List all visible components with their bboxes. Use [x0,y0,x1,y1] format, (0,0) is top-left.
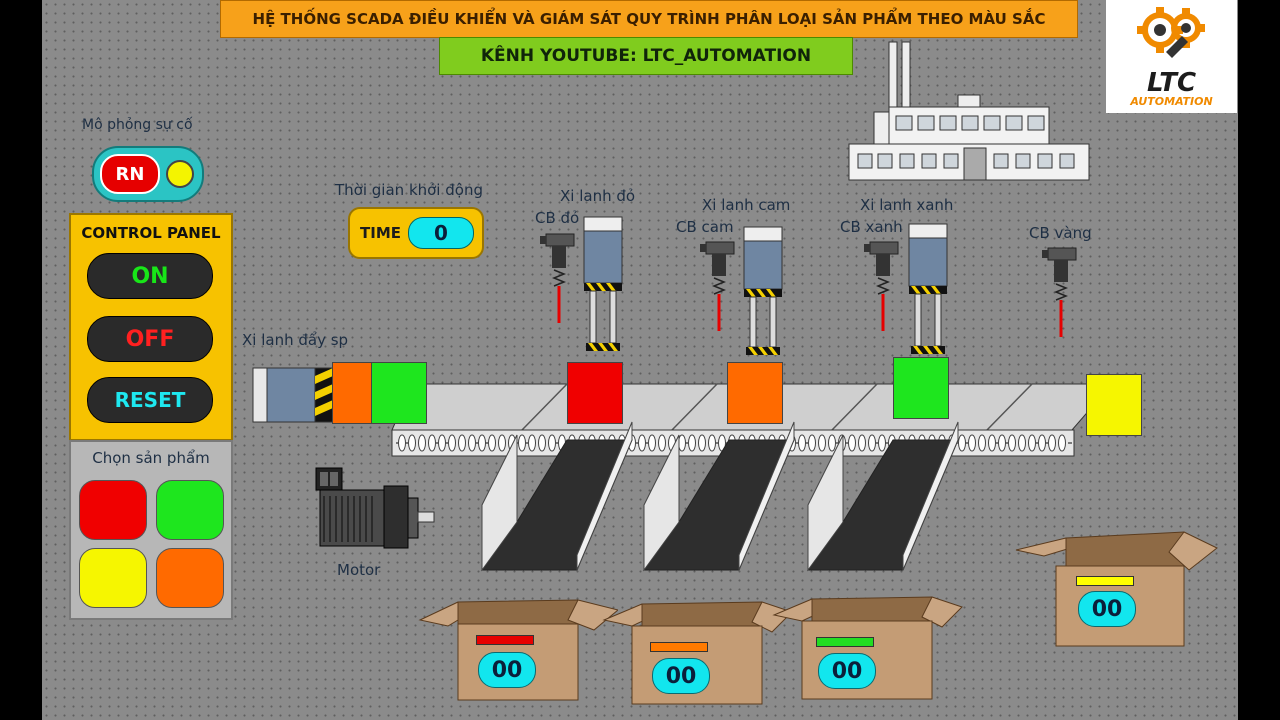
product-orange-pushing [332,362,374,424]
gear-icon [1137,7,1205,58]
cyl-orange-label: Xi lanh cam [702,196,791,214]
select-red-button[interactable] [79,480,147,540]
logo-name: LTC [1146,68,1197,98]
motor-icon [315,467,435,549]
startup-time-label: Thời gian khởi động [335,181,483,199]
select-orange-button[interactable] [156,548,224,608]
box-red-counter: 00 [478,652,536,688]
control-panel: CONTROL PANEL ON OFF RESET [69,213,233,441]
box-green-icon [772,596,963,700]
product-select-title: Chọn sản phẩm [92,449,210,467]
off-button[interactable]: OFF [87,316,213,362]
select-green-button[interactable] [156,480,224,540]
product-select-panel: Chọn sản phẩm [69,440,233,620]
cb-red-label: CB đỏ [535,209,580,227]
cb-orange-label: CB cam [676,218,734,236]
title-banner: HỆ THỐNG SCADA ĐIỀU KHIỂN VÀ GIÁM SÁT QU… [220,0,1078,38]
product-red [567,362,623,424]
product-yellow [1086,374,1142,436]
logo-sub: AUTOMATION [1130,95,1213,108]
product-green-pushing [371,362,427,424]
chute-green [807,421,959,572]
simulation-label: Mô phỏng sự cố [82,117,193,133]
sensor-green-icon [864,241,899,331]
box-orange-counter: 00 [652,658,710,694]
sensor-yellow-icon [1042,247,1077,337]
select-yellow-button[interactable] [79,548,147,608]
push-cylinder-icon [252,367,334,423]
startup-timer: TIME 0 [348,207,484,259]
push-cylinder-label: Xi lanh đẩy sp [242,331,349,349]
sensor-red-icon [540,233,575,323]
box-yellow-strip [1076,576,1134,586]
cyl-green-label: Xi lanh xanh [860,196,954,214]
channel-banner: KÊNH YOUTUBE: LTC_AUTOMATION [439,37,853,75]
time-value: 0 [408,217,474,249]
box-green-counter: 00 [818,653,876,689]
reset-button[interactable]: RESET [87,377,213,423]
chute-red [481,421,633,572]
box-orange-strip [650,642,708,652]
product-green [893,357,949,419]
factory-icon [848,41,1090,181]
cb-green-label: CB xanh [840,218,903,236]
page-title: HỆ THỐNG SCADA ĐIỀU KHIỂN VÀ GIÁM SÁT QU… [252,10,1046,28]
product-orange [727,362,783,424]
box-red-strip [476,635,534,645]
scada-screen: HỆ THỐNG SCADA ĐIỀU KHIỂN VÀ GIÁM SÁT QU… [42,0,1238,720]
sensor-orange-icon [700,241,735,331]
cylinder-orange-icon [743,226,783,355]
sorting-chutes [481,421,959,572]
cylinder-green-icon [908,223,948,354]
cb-yellow-label: CB vàng [1029,224,1092,242]
box-green-strip [816,637,874,647]
on-button[interactable]: ON [87,253,213,299]
box-yellow-counter: 00 [1078,591,1136,627]
ltc-logo: LTC AUTOMATION [1106,0,1237,113]
channel-label: KÊNH YOUTUBE: LTC_AUTOMATION [480,46,812,66]
cyl-red-label: Xi lanh đỏ [560,187,636,205]
fault-simulation-toggle[interactable]: RN [92,146,204,202]
control-panel-title: CONTROL PANEL [81,224,221,242]
fault-lamp [166,160,194,188]
cylinder-red-icon [583,216,623,351]
chute-orange [643,421,795,572]
time-tag: TIME [360,224,401,242]
rn-button[interactable]: RN [100,154,160,194]
motor-label: Motor [337,561,381,579]
